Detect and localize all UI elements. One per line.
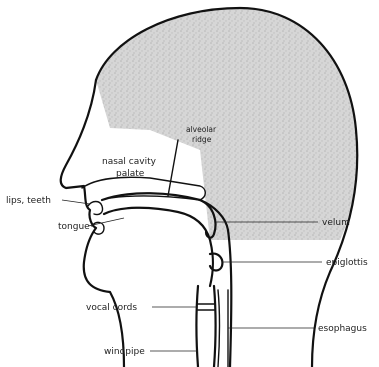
alveolar-ridge-line: [168, 140, 178, 196]
tongue-outline: [104, 208, 213, 286]
label-tongue: tongue: [58, 222, 90, 232]
label-ridge: ridge: [192, 135, 212, 144]
windpipe-front: [197, 286, 199, 367]
label-vocal-cords: vocal cords: [86, 303, 137, 313]
leader-tongue: [88, 218, 124, 226]
vocal-cords: [198, 304, 214, 310]
esophagus-front: [218, 290, 220, 367]
label-velum: velum: [322, 218, 350, 228]
label-lips-teeth: lips, teeth: [6, 196, 51, 206]
label-palate: palate: [116, 169, 145, 179]
label-alveolar: alveolar: [186, 125, 217, 134]
label-epiglottis: epiglottis: [326, 258, 368, 268]
label-nasal-cavity: nasal cavity: [102, 157, 157, 167]
windpipe-back: [214, 286, 216, 367]
label-windpipe: windpipe: [104, 347, 145, 357]
skull-shading: [96, 8, 357, 240]
label-esophagus: esophagus: [318, 324, 367, 334]
